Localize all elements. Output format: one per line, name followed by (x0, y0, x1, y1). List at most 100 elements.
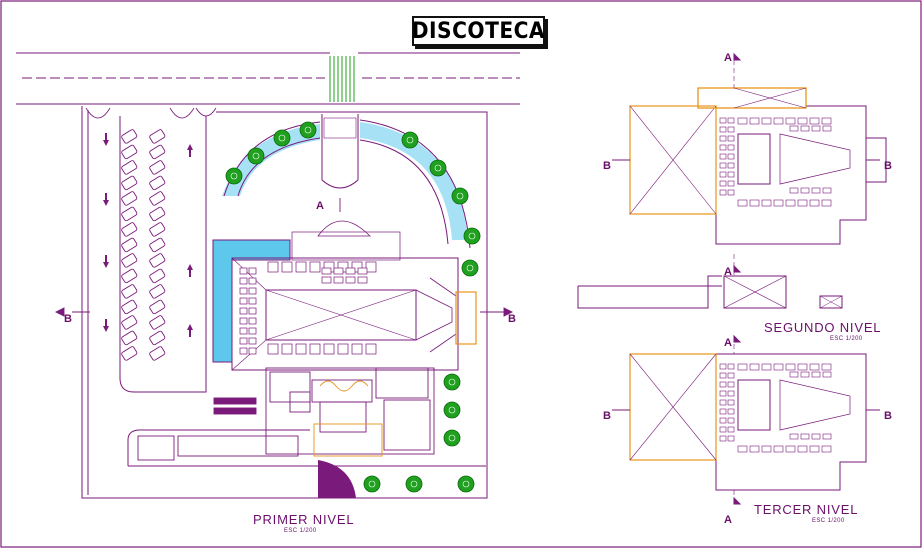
site-plan-first-level (16, 52, 520, 499)
seat (727, 426, 735, 433)
seat (797, 363, 808, 371)
seat (719, 171, 727, 178)
seating-third-level (719, 363, 832, 453)
seat (357, 267, 368, 275)
seat (789, 187, 799, 194)
seat (727, 117, 735, 124)
seat (719, 153, 727, 160)
seat (800, 433, 810, 440)
parked-car (121, 144, 138, 160)
parked-car (149, 330, 166, 346)
plan-second-level (577, 52, 887, 309)
seat (811, 187, 821, 194)
parked-car (121, 129, 138, 144)
tree-center (468, 232, 476, 240)
seat (809, 199, 820, 207)
seat (785, 117, 796, 125)
seat (737, 445, 748, 453)
seat (822, 433, 832, 440)
tree-center (278, 134, 286, 142)
section-mark-b-left-3: B (603, 410, 611, 422)
main-building (231, 220, 477, 371)
seat (719, 381, 727, 388)
tree (461, 259, 479, 277)
plan-name-segundo-nivel: SEGUNDO NIVEL (764, 320, 882, 335)
seat (785, 199, 796, 207)
seat (321, 267, 332, 275)
direction-arrow (103, 193, 109, 206)
seat (719, 189, 727, 196)
seat (248, 327, 257, 335)
seat (811, 371, 821, 378)
section-mark-b-right-1: B (508, 313, 516, 325)
seat (761, 363, 772, 371)
seat (727, 189, 735, 196)
seat (719, 390, 727, 397)
parked-car (149, 299, 166, 315)
seat (719, 435, 727, 442)
seat (719, 135, 727, 142)
seat (727, 171, 735, 178)
seat (749, 363, 760, 371)
parked-car (149, 160, 166, 175)
seat (239, 337, 248, 345)
seat (809, 363, 820, 371)
seat (773, 445, 784, 453)
seat (811, 433, 821, 440)
tree-center (466, 264, 474, 272)
seat (773, 199, 784, 207)
seat (761, 199, 772, 207)
tree-center (368, 480, 376, 488)
seat (789, 125, 799, 132)
seat (719, 372, 727, 379)
parked-car (149, 315, 166, 330)
seat (323, 343, 335, 355)
tree (299, 121, 317, 139)
parked-car (121, 268, 138, 284)
seat (365, 343, 377, 355)
parked-car (149, 284, 166, 299)
seat (309, 343, 321, 355)
seat (821, 363, 832, 371)
seat (822, 371, 832, 378)
tree (443, 373, 461, 391)
seat (821, 445, 832, 453)
seat (727, 144, 735, 151)
seat (727, 135, 735, 142)
plan-third-level (612, 334, 880, 505)
seat (821, 199, 832, 207)
section-mark-a-3-top: A (724, 337, 732, 349)
seat (809, 445, 820, 453)
seat (719, 126, 727, 133)
seat (737, 199, 748, 207)
parked-car (149, 191, 166, 206)
curved-promenade (222, 114, 471, 249)
drawing-title: DISCOTECA (411, 18, 546, 44)
parked-car (121, 237, 138, 253)
section-mark-b-left-1: B (64, 313, 72, 325)
tree-center (462, 480, 470, 488)
seat (248, 277, 257, 285)
seat (797, 445, 808, 453)
seat (727, 162, 735, 169)
tree-center (230, 172, 238, 180)
seat (333, 276, 344, 284)
seat (239, 347, 248, 355)
direction-arrow (103, 133, 109, 146)
parked-car (121, 191, 138, 206)
seat (727, 363, 735, 370)
seat (727, 372, 735, 379)
seat (239, 317, 248, 325)
seat (248, 307, 257, 315)
tree-center (410, 480, 418, 488)
plan-name-primer-nivel: PRIMER NIVEL (253, 512, 355, 527)
seat (727, 399, 735, 406)
seat (267, 343, 279, 355)
tree (457, 475, 475, 493)
seat (248, 347, 257, 355)
seat (789, 433, 799, 440)
tree (443, 429, 461, 447)
plan-scale-primer-nivel: ESC 1/200 (284, 528, 317, 534)
parked-car (121, 315, 138, 330)
tree (363, 475, 381, 493)
